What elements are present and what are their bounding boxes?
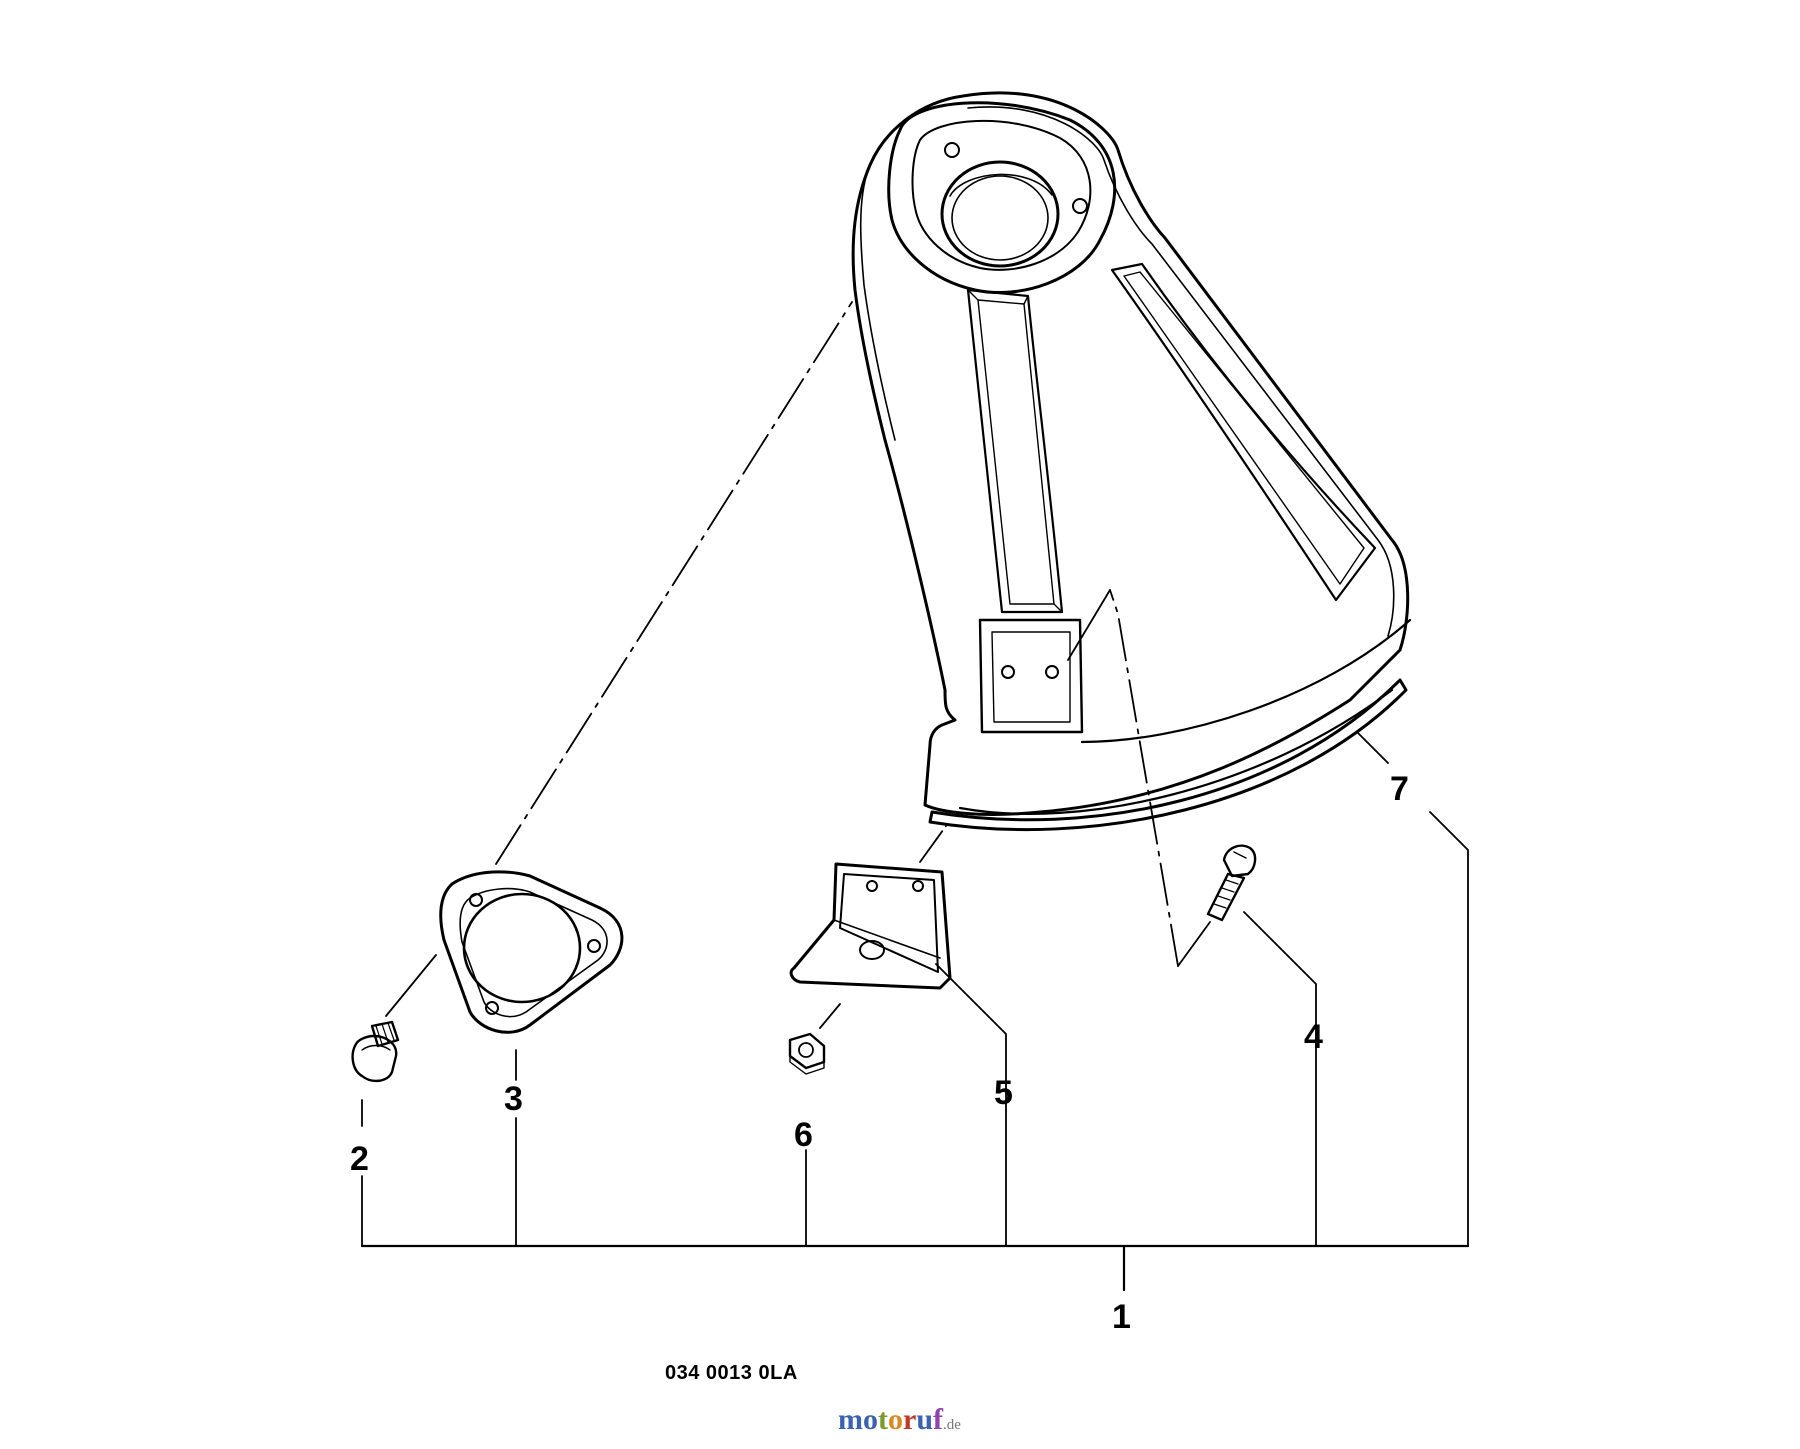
callout-1: 1: [1112, 1298, 1131, 1336]
hex-nut: [788, 1032, 826, 1075]
callout-6: 6: [794, 1116, 813, 1154]
watermark-letter: r: [903, 1403, 917, 1436]
drawing-code: 034 0013 0LA: [665, 1362, 798, 1384]
watermark-letter: t: [878, 1403, 888, 1436]
screw-long: [1206, 844, 1257, 922]
screw: [351, 1020, 400, 1083]
callout-7: 7: [1390, 770, 1409, 808]
watermark-logo: motoruf.de: [838, 1405, 961, 1440]
watermark-letter: f: [933, 1403, 944, 1436]
watermark-letter: o: [863, 1403, 878, 1436]
bracket: [789, 862, 952, 990]
callout-2: 2: [350, 1140, 369, 1178]
callout-5: 5: [994, 1074, 1013, 1112]
clamp-plate: [439, 870, 624, 1034]
callout-4: 4: [1304, 1018, 1323, 1056]
watermark-letter: o: [888, 1403, 903, 1436]
cutting-edge-strip: [928, 678, 1408, 832]
callout-3: 3: [504, 1080, 523, 1118]
watermark-suffix: .de: [943, 1417, 961, 1433]
watermark-text: motoruf: [838, 1403, 943, 1436]
leader-lines: [360, 301, 1470, 1292]
watermark-letter: m: [838, 1403, 863, 1436]
guard-housing: [851, 91, 1412, 816]
watermark-letter: u: [916, 1403, 934, 1436]
